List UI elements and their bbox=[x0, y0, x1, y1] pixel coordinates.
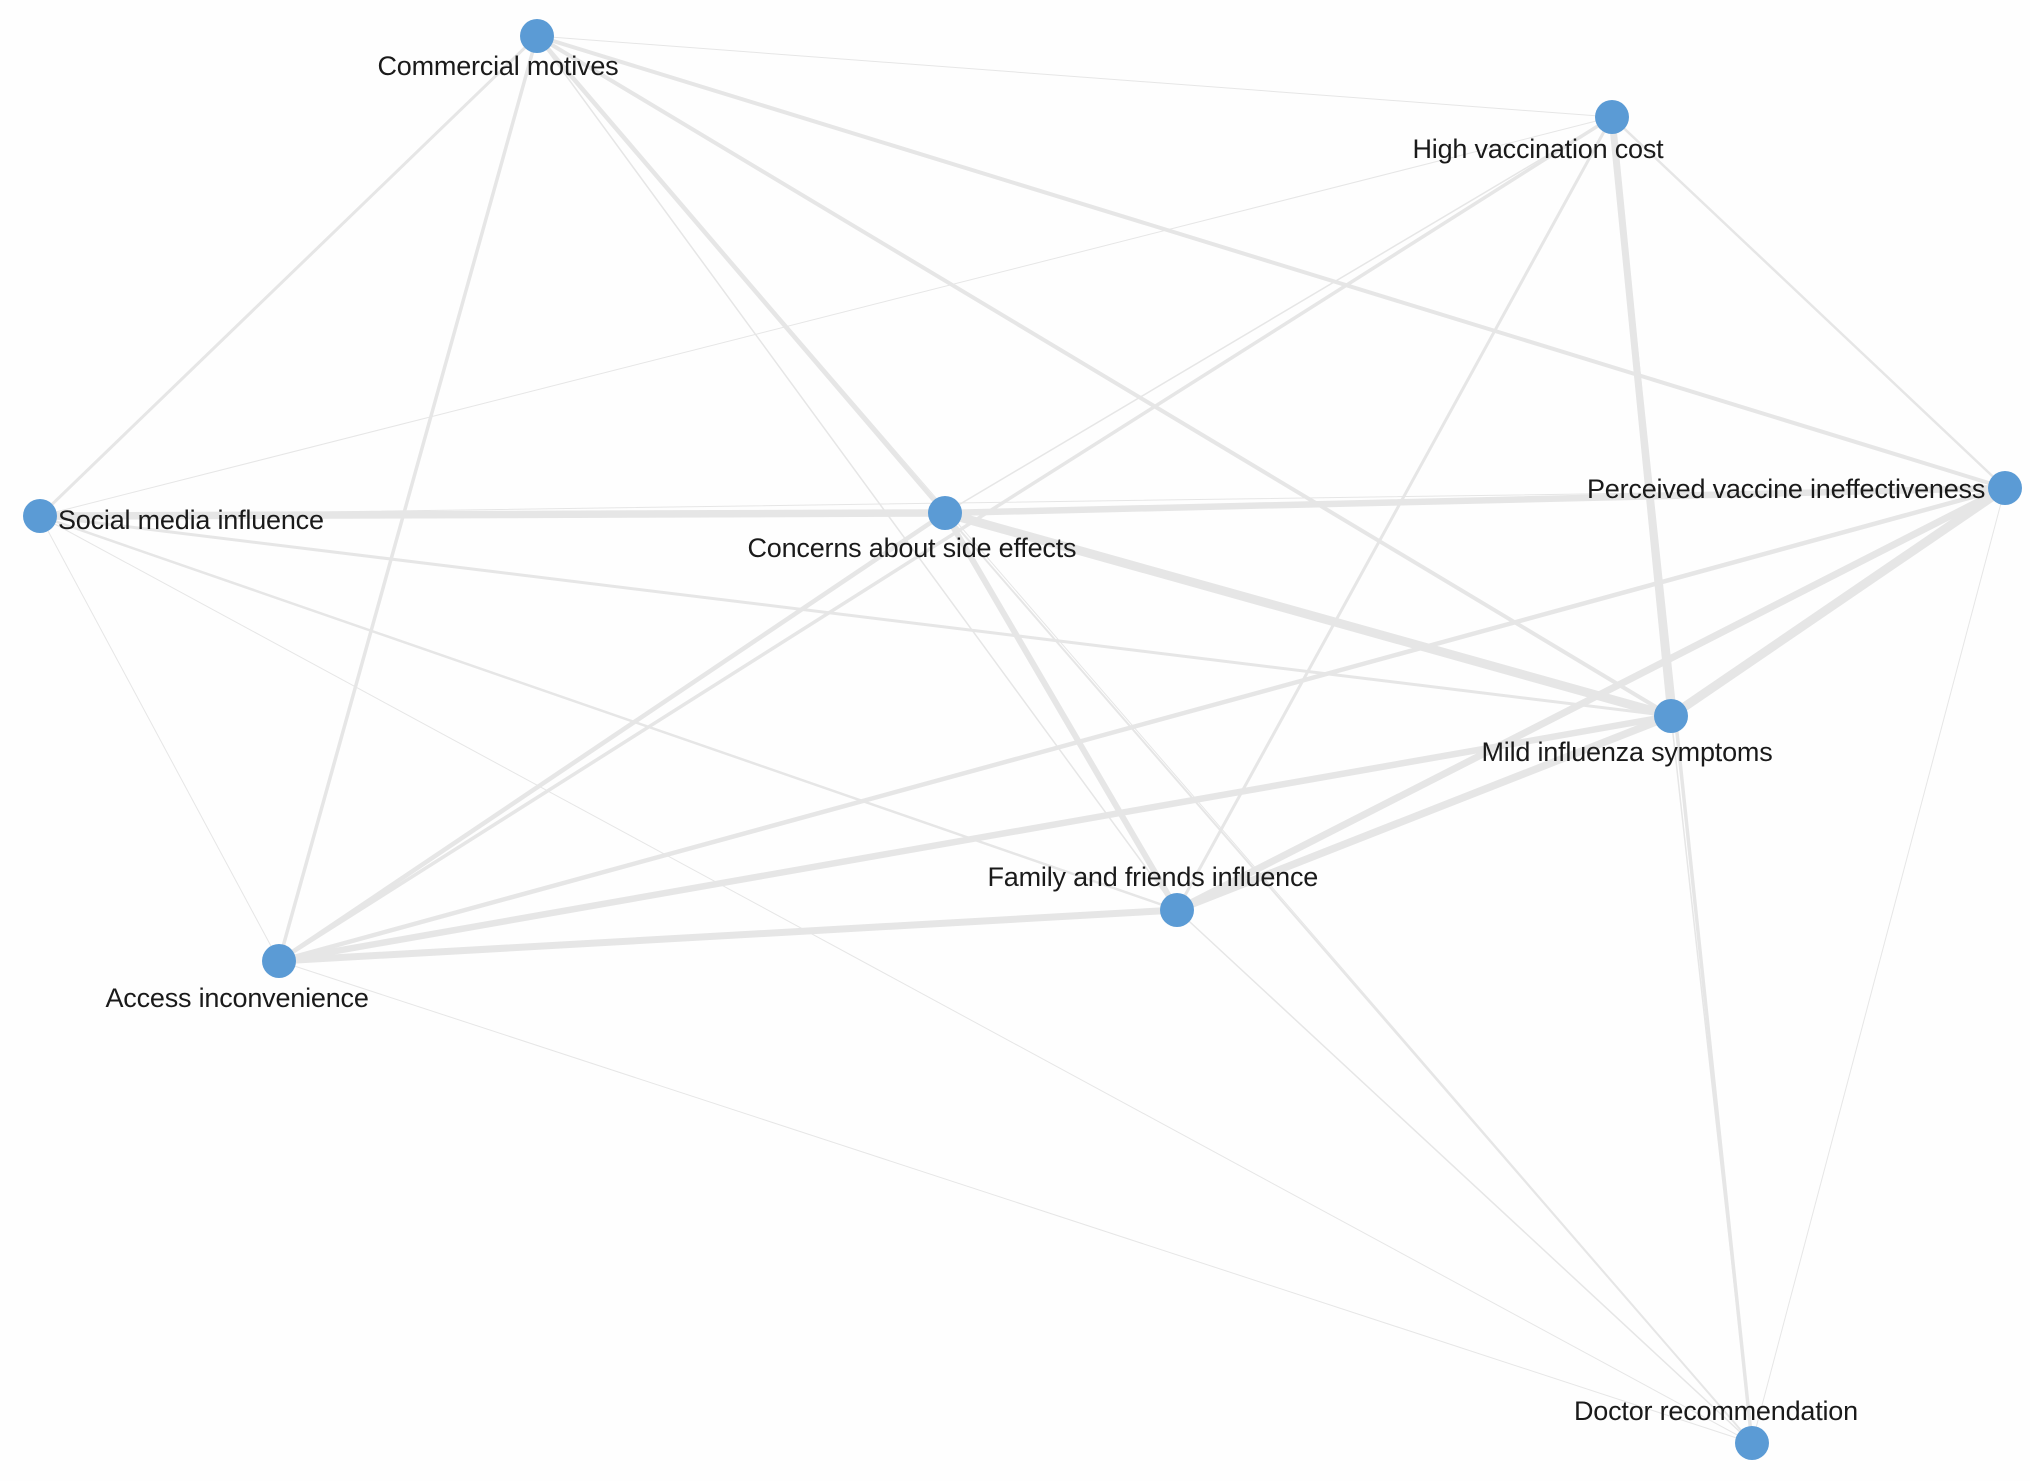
graph-node-family_friends[interactable] bbox=[1160, 893, 1194, 927]
graph-node-side_effects[interactable] bbox=[928, 496, 962, 530]
graph-edge bbox=[536, 35, 1178, 911]
graph-edge bbox=[36, 509, 949, 520]
edge-layer bbox=[36, 33, 2010, 1445]
graph-edge bbox=[39, 116, 1613, 517]
graph-edge bbox=[942, 510, 1180, 913]
graph-edge bbox=[944, 512, 1753, 1444]
graph-edge bbox=[39, 515, 1753, 1444]
graph-edge bbox=[276, 510, 948, 964]
graph-edge bbox=[941, 484, 2009, 517]
graph-edge bbox=[277, 115, 1614, 963]
graph-edge bbox=[1173, 484, 2009, 914]
graph-edge bbox=[1610, 115, 2007, 490]
graph-edge bbox=[940, 508, 1676, 721]
graph-edge bbox=[1670, 715, 1753, 1444]
graph-node-perceived_ineff[interactable] bbox=[1988, 471, 2022, 505]
graph-edge bbox=[1176, 909, 1753, 1444]
graph-edge bbox=[1173, 712, 1675, 914]
graph-edge bbox=[39, 515, 280, 962]
graph-edge bbox=[38, 514, 1179, 912]
graph-node-doctor_rec[interactable] bbox=[1735, 1426, 1769, 1460]
node-layer bbox=[23, 19, 2022, 1460]
graph-edge bbox=[275, 712, 1675, 965]
graph-edge bbox=[277, 34, 539, 963]
graph-edge bbox=[535, 34, 1673, 718]
graph-node-social_media[interactable] bbox=[23, 499, 57, 533]
graph-edge bbox=[276, 485, 2008, 964]
graph-edge bbox=[1610, 115, 1754, 1445]
graph-edge bbox=[1751, 487, 2006, 1444]
graph-edge bbox=[1175, 115, 1614, 912]
graph-edge bbox=[944, 116, 1613, 514]
graph-edge bbox=[1666, 483, 2010, 721]
graph-node-commercial_motives[interactable] bbox=[520, 19, 554, 53]
graph-edge bbox=[275, 906, 1181, 965]
graph-node-access_inconv[interactable] bbox=[262, 944, 296, 978]
graph-edge bbox=[535, 34, 2007, 490]
graph-edge bbox=[38, 34, 539, 518]
graph-edge bbox=[278, 960, 1753, 1444]
graph-node-mild_symptoms[interactable] bbox=[1654, 699, 1688, 733]
graph-edge bbox=[536, 35, 1613, 118]
graph-edge bbox=[38, 514, 1673, 718]
graph-node-high_cost[interactable] bbox=[1595, 100, 1629, 134]
